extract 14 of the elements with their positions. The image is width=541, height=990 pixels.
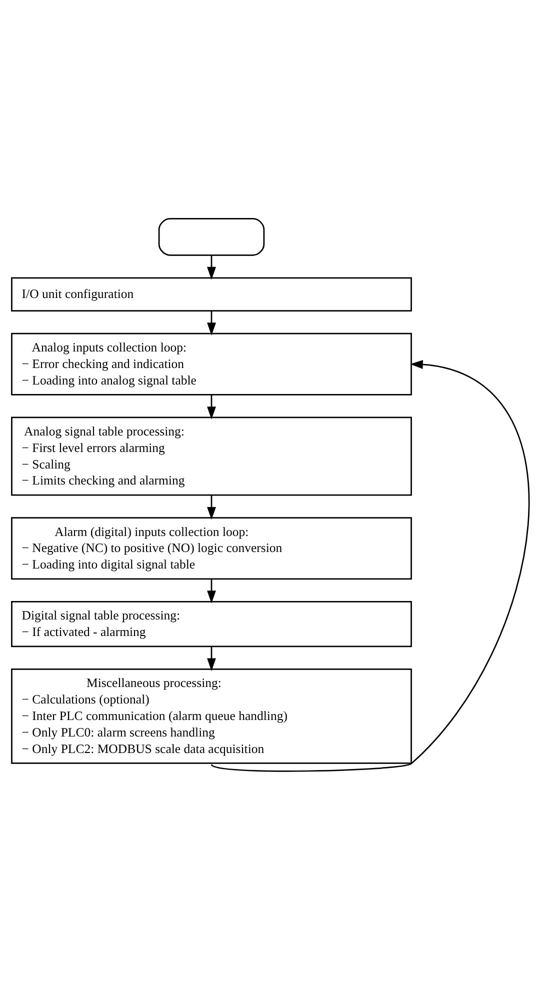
arrow [211, 360, 530, 772]
node-box: Analog signal table processing: − First level errors alarming − Scaling − Limits checking and alarming [11, 416, 412, 496]
arrow [207, 579, 216, 604]
arrow [207, 311, 216, 336]
node-box: Miscellaneous processing: − Calculations (optional) − Inter PLC communication (alarm queue handling) − Only PLC0: alarm screens handling − Only PLC2: MODBUS scale data acquisition [11, 668, 412, 764]
node-box: I/O unit configuration [11, 277, 412, 312]
node-box: Alarm (digital) inputs collection loop: − Negative (NC) to positive (NO) logic conversion − Loading into digital signal table [11, 517, 412, 580]
arrow [207, 495, 216, 520]
node-stadium [158, 218, 265, 256]
arrow [207, 646, 216, 672]
arrow [207, 394, 216, 420]
node-box: Digital signal table processing: − If activated - alarming [11, 601, 412, 648]
arrow [207, 255, 216, 280]
node-box: Analog inputs collection loop: − Error checking and indication − Loading into analog signal table [11, 332, 412, 396]
